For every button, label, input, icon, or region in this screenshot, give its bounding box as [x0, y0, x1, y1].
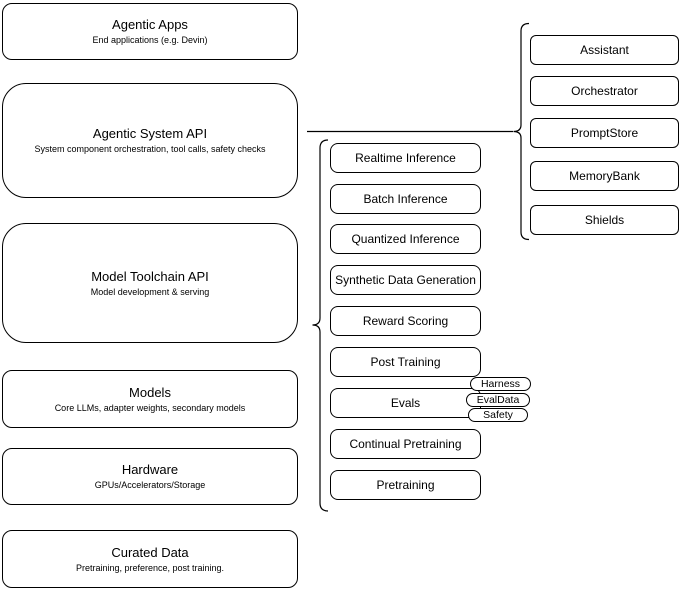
tag-evaldata: EvalData — [466, 393, 530, 407]
node-continual-pretraining: Continual Pretraining — [330, 429, 481, 459]
node-subtitle: GPUs/Accelerators/Storage — [94, 480, 206, 490]
node-quantized-inference: Quantized Inference — [330, 224, 481, 254]
node-title: Curated Data — [111, 544, 189, 560]
tag-label: Safety — [483, 409, 513, 421]
node-title: Agentic Apps — [112, 17, 188, 32]
node-title: Models — [129, 384, 171, 400]
node-title: Hardware — [121, 462, 179, 477]
node-label: Reward Scoring — [362, 314, 449, 328]
node-subtitle: End applications (e.g. Devin) — [92, 35, 208, 45]
node-label: Assistant — [580, 43, 629, 57]
node-label: MemoryBank — [569, 169, 640, 183]
node-label: Batch Inference — [363, 192, 448, 206]
node-post-training: Post Training — [330, 347, 481, 377]
node-model-toolchain-api: Model Toolchain API Model development & … — [2, 223, 298, 343]
node-subtitle: Model development & serving — [90, 286, 210, 297]
toolchain-brace — [312, 139, 329, 512]
node-promptstore: PromptStore — [530, 118, 679, 148]
node-models: Models Core LLMs, adapter weights, secon… — [2, 370, 298, 428]
node-label: Pretraining — [376, 478, 435, 492]
node-hardware: Hardware GPUs/Accelerators/Storage — [2, 448, 298, 505]
node-assistant: Assistant — [530, 35, 679, 65]
system-components-brace — [513, 22, 530, 241]
node-agentic-apps: Agentic Apps End applications (e.g. Devi… — [2, 3, 298, 60]
node-realtime-inference: Realtime Inference — [330, 143, 481, 173]
node-label: Realtime Inference — [355, 151, 456, 165]
node-title: Model Toolchain API — [91, 268, 209, 284]
node-batch-inference: Batch Inference — [330, 184, 481, 214]
node-shields: Shields — [530, 205, 679, 235]
tag-harness: Harness — [470, 377, 531, 391]
node-label: Quantized Inference — [351, 232, 460, 246]
tag-label: EvalData — [476, 394, 520, 406]
node-subtitle: Pretraining, preference, post training. — [75, 562, 225, 573]
node-label: Synthetic Data Generation — [335, 273, 476, 287]
node-memorybank: MemoryBank — [530, 161, 679, 191]
node-agentic-system-api: Agentic System API System component orch… — [2, 83, 298, 198]
node-label: Orchestrator — [571, 84, 638, 98]
node-label: Post Training — [370, 355, 441, 369]
node-label: Continual Pretraining — [349, 437, 462, 451]
node-subtitle: Core LLMs, adapter weights, secondary mo… — [54, 402, 246, 413]
node-subtitle: System component orchestration, tool cal… — [34, 144, 266, 154]
node-reward-scoring: Reward Scoring — [330, 306, 481, 336]
node-pretraining: Pretraining — [330, 470, 481, 500]
tag-label: Harness — [480, 378, 521, 390]
tag-safety: Safety — [468, 408, 528, 422]
node-curated-data: Curated Data Pretraining, preference, po… — [2, 530, 298, 588]
node-label: PromptStore — [570, 126, 639, 140]
node-synthetic-data-generation: Synthetic Data Generation — [330, 265, 481, 295]
node-evals: Evals — [330, 388, 481, 418]
node-label: Shields — [584, 213, 625, 227]
node-label: Evals — [390, 396, 421, 410]
node-orchestrator: Orchestrator — [530, 76, 679, 106]
node-title: Agentic System API — [92, 126, 208, 141]
